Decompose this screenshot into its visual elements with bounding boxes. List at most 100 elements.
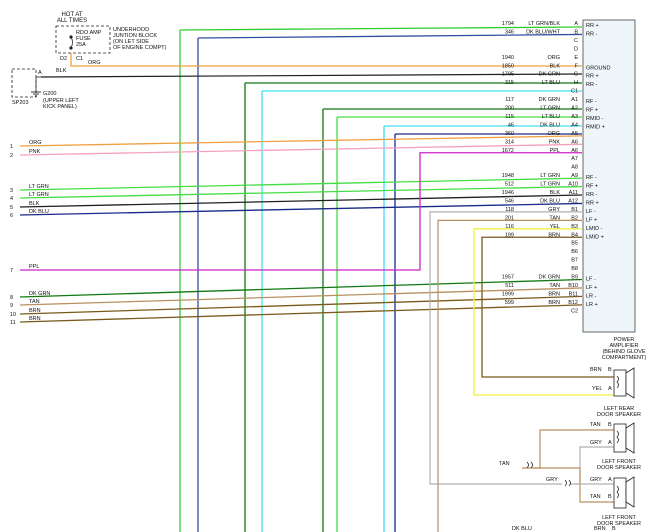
connector-pin: B9 bbox=[571, 275, 578, 281]
circuit-number: 199 bbox=[505, 232, 514, 238]
connector-pin: C2 bbox=[571, 308, 578, 314]
amplifier-terminal: LF + bbox=[586, 285, 597, 291]
fuse-pin-c1: C1 bbox=[76, 56, 83, 62]
connector-pin: F bbox=[575, 63, 579, 69]
speaker-name-2: DOOR SPEAKER bbox=[597, 412, 641, 418]
input-color: DK GRN bbox=[29, 291, 50, 297]
amplifier-terminal: GROUND bbox=[586, 65, 610, 71]
connector-pin: C1 bbox=[571, 89, 578, 95]
wire-color-label: PPL bbox=[550, 148, 560, 154]
front-speaker-2-pin-b: B bbox=[608, 494, 612, 500]
wire-input-3 bbox=[19, 177, 583, 191]
speaker-name-1: LEFT REAR bbox=[604, 406, 634, 412]
splice-pin: A bbox=[38, 70, 42, 76]
left-front-door-speaker-2: LEFT FRONT DOOR SPEAKER bbox=[597, 476, 641, 527]
speaker-connector bbox=[613, 369, 627, 397]
connector-pin: A10 bbox=[568, 182, 578, 188]
circuit-number: 1957 bbox=[502, 275, 514, 281]
front-speaker-1-pin-a: A bbox=[608, 440, 612, 446]
wire-input-11 bbox=[19, 304, 583, 323]
front-speaker-2-pin-a: A bbox=[608, 477, 612, 483]
circuit-number: 346 bbox=[505, 29, 514, 35]
fuse-wire-color: ORG bbox=[88, 60, 101, 66]
fuse-label-2: FUSE bbox=[76, 36, 91, 42]
splice-label-gry: GRY bbox=[546, 477, 558, 483]
connector-pin: A11 bbox=[569, 190, 578, 196]
wire-input-5 bbox=[19, 194, 583, 208]
circuit-number: 315 bbox=[505, 80, 514, 86]
input-color: LT GRN bbox=[29, 184, 49, 190]
wire-color-label: ORG bbox=[547, 55, 560, 61]
amplifier-terminal: LR - bbox=[586, 293, 597, 299]
wire-input-6 bbox=[19, 202, 583, 216]
fuse-label-1: RDO AMP bbox=[76, 30, 102, 36]
connector-pin: B2 bbox=[571, 215, 578, 221]
wire-116-yel bbox=[473, 228, 614, 396]
fuse-pin-d2: D2 bbox=[60, 56, 67, 62]
circuit-number: 118 bbox=[505, 207, 514, 213]
wire-201-tan bbox=[437, 219, 582, 532]
wire-color-label: DK GRN bbox=[539, 72, 560, 78]
connector-pin: B10 bbox=[568, 283, 578, 289]
amplifier-terminal: RMID + bbox=[586, 124, 605, 130]
wire-199-brn bbox=[481, 236, 614, 378]
input-number: 2 bbox=[10, 153, 13, 159]
circuit-number: 1999 bbox=[502, 291, 514, 297]
amplifier-terminal: LF + bbox=[586, 217, 597, 223]
connector-pin: B8 bbox=[571, 266, 578, 272]
inline-connector-tan bbox=[526, 461, 533, 469]
speaker-coil-icon bbox=[616, 485, 619, 499]
rear-speaker-wire-1: BRN bbox=[590, 367, 602, 373]
wire-color-label: LT GRN bbox=[540, 182, 560, 188]
fuse-block: HOT AT ALL TIMES RDO AMP FUSE 25A UNDERH… bbox=[55, 12, 167, 66]
wire-color-label: DK GRN bbox=[539, 97, 560, 103]
junction-block-label-1: UNDERHOOD bbox=[113, 27, 149, 33]
amplifier-terminal: LR + bbox=[586, 302, 598, 308]
wire-1850-blk bbox=[40, 73, 583, 78]
speaker-name-2: DOOR SPEAKER bbox=[597, 521, 641, 527]
wire-color-label: LT BLU bbox=[542, 80, 560, 86]
amplifier-terminal: LF - bbox=[586, 209, 596, 215]
amplifier-terminal: RMID - bbox=[586, 116, 604, 122]
wire-color-label: PNK bbox=[549, 139, 561, 145]
input-number: 11 bbox=[10, 320, 16, 326]
wire-color-label: LT BLU bbox=[542, 114, 560, 120]
wire-color-label: DK GRN bbox=[539, 275, 560, 281]
speaker-connector bbox=[613, 423, 627, 453]
amplifier-body bbox=[582, 19, 636, 333]
input-color: TAN bbox=[29, 299, 40, 305]
wire-color-label: BRN bbox=[548, 300, 560, 306]
front-speaker-2-wire-2: TAN bbox=[590, 494, 601, 500]
input-color: BRN bbox=[29, 308, 41, 314]
connector-pin: A bbox=[574, 21, 578, 27]
wires-layer bbox=[19, 26, 614, 532]
rear-speaker-pin-a: A bbox=[608, 386, 612, 392]
wire-tan-front bbox=[522, 429, 614, 469]
input-color: PNK bbox=[29, 149, 41, 155]
splice-and-ground: A BLK SP203 G200 (UPPER LEFT KICK PANEL) bbox=[11, 68, 79, 110]
wire-color-label: LT GRN bbox=[540, 106, 560, 112]
amplifier-terminal: RR - bbox=[586, 31, 597, 37]
wire-input-4 bbox=[19, 185, 583, 199]
connector-pin: B4 bbox=[571, 232, 578, 238]
speaker-icon bbox=[625, 367, 635, 399]
circuit-number: 1946 bbox=[502, 190, 514, 196]
wire-color-label: LT GRN bbox=[540, 173, 560, 179]
bottom-partial-pin: B bbox=[612, 526, 616, 532]
circuit-number: 46 bbox=[508, 122, 514, 128]
connector-pin: A7 bbox=[571, 156, 578, 162]
ground-icon bbox=[31, 91, 41, 97]
input-number: 10 bbox=[10, 312, 16, 318]
wire-color-label: BLK bbox=[550, 63, 561, 69]
input-color: LT GRN bbox=[29, 192, 49, 198]
wire-tan-front-2 bbox=[534, 467, 614, 503]
wire-118-gry bbox=[429, 211, 582, 485]
input-color: BLK bbox=[29, 201, 40, 207]
amplifier-name-1: POWER bbox=[614, 337, 635, 343]
splice-name: SP203 bbox=[12, 100, 29, 106]
connector-pin: C bbox=[574, 38, 578, 44]
input-number: 6 bbox=[10, 213, 13, 219]
